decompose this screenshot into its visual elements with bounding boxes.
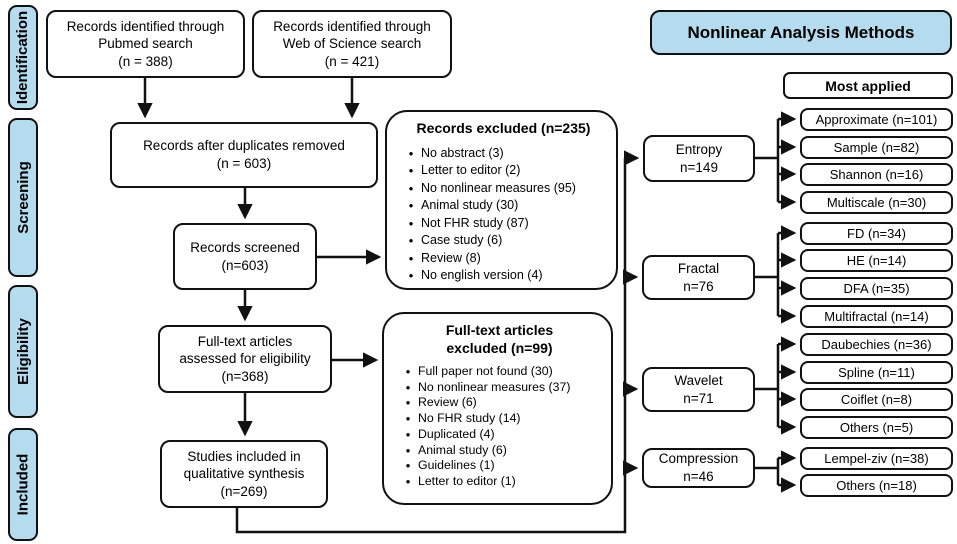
- excluded-reason: Case study (6): [401, 232, 606, 250]
- excluded-reason: Review (6): [398, 395, 601, 411]
- excluded-reason: No nonlinear measures (37): [398, 380, 601, 396]
- stage-eligibility: Eligibility: [8, 285, 38, 418]
- nonlinear-methods-header: Nonlinear Analysis Methods: [650, 10, 952, 55]
- fulltext-excluded-box: Full-text articles excluded (n=99) Full …: [382, 312, 613, 505]
- method-coiflet: Coiflet (n=8): [800, 388, 953, 411]
- stage-identification: Identification: [8, 5, 38, 110]
- method-he: HE (n=14): [800, 249, 953, 272]
- records-excluded-box: Records excluded (n=235) No abstract (3)…: [385, 110, 618, 290]
- method-multifractal: Multifractal (n=14): [800, 305, 953, 328]
- method-others-compression: Others (n=18): [800, 474, 953, 497]
- excluded-reason: Guidelines (1): [398, 458, 601, 474]
- category-wavelet: Wavelet n=71: [642, 367, 755, 412]
- category-fractal: Fractal n=76: [642, 255, 755, 300]
- excluded-reason: Animal study (6): [398, 443, 601, 459]
- excluded-reason: Review (8): [401, 250, 606, 268]
- stage-label: Included: [14, 453, 32, 516]
- method-lempel-ziv: Lempel-ziv (n=38): [800, 447, 953, 470]
- method-spline: Spline (n=11): [800, 361, 953, 384]
- excluded-reason: Duplicated (4): [398, 427, 601, 443]
- method-dfa: DFA (n=35): [800, 277, 953, 300]
- fulltext-excluded-title: Full-text articles excluded (n=99): [445, 322, 554, 356]
- flow-box-duplicates-removed: Records after duplicates removed (n = 60…: [110, 122, 378, 188]
- excluded-reason: Letter to editor (2): [401, 162, 606, 180]
- method-daubechies: Daubechies (n=36): [800, 333, 953, 356]
- excluded-reason: Letter to editor (1): [398, 474, 601, 490]
- stage-screening: Screening: [8, 118, 38, 277]
- stage-label: Screening: [14, 161, 32, 234]
- category-entropy: Entropy n=149: [643, 135, 755, 182]
- excluded-reason: No nonlinear measures (95): [401, 180, 606, 198]
- most-applied-label: Most applied: [783, 72, 953, 99]
- records-excluded-title: Records excluded (n=235): [416, 120, 591, 136]
- flow-box-records-screened: Records screened (n=603): [173, 223, 317, 290]
- method-others-wavelet: Others (n=5): [800, 416, 953, 439]
- stage-included: Included: [8, 428, 38, 541]
- excluded-reason: No FHR study (14): [398, 411, 601, 427]
- method-sample: Sample (n=82): [800, 136, 953, 159]
- method-shannon: Shannon (n=16): [800, 163, 953, 186]
- method-approximate: Approximate (n=101): [800, 108, 953, 131]
- flow-box-included-synthesis: Studies included in qualitative synthesi…: [160, 440, 328, 508]
- excluded-reason: Full paper not found (30): [398, 364, 601, 380]
- excluded-reason: Animal study (30): [401, 197, 606, 215]
- method-multiscale: Multiscale (n=30): [800, 191, 953, 214]
- flow-box-fulltext-assessed: Full-text articles assessed for eligibil…: [158, 325, 332, 393]
- flow-box-web-of-science: Records identified through Web of Scienc…: [252, 10, 452, 78]
- excluded-reason: No abstract (3): [401, 145, 606, 163]
- excluded-reason: Not FHR study (87): [401, 215, 606, 233]
- method-fd: FD (n=34): [800, 222, 953, 245]
- excluded-reason: No english version (4): [401, 267, 606, 285]
- flow-box-pubmed: Records identified through Pubmed search…: [46, 10, 245, 78]
- stage-label: Eligibility: [14, 318, 32, 385]
- category-compression: Compression n=46: [642, 448, 755, 488]
- stage-label: Identification: [14, 10, 32, 105]
